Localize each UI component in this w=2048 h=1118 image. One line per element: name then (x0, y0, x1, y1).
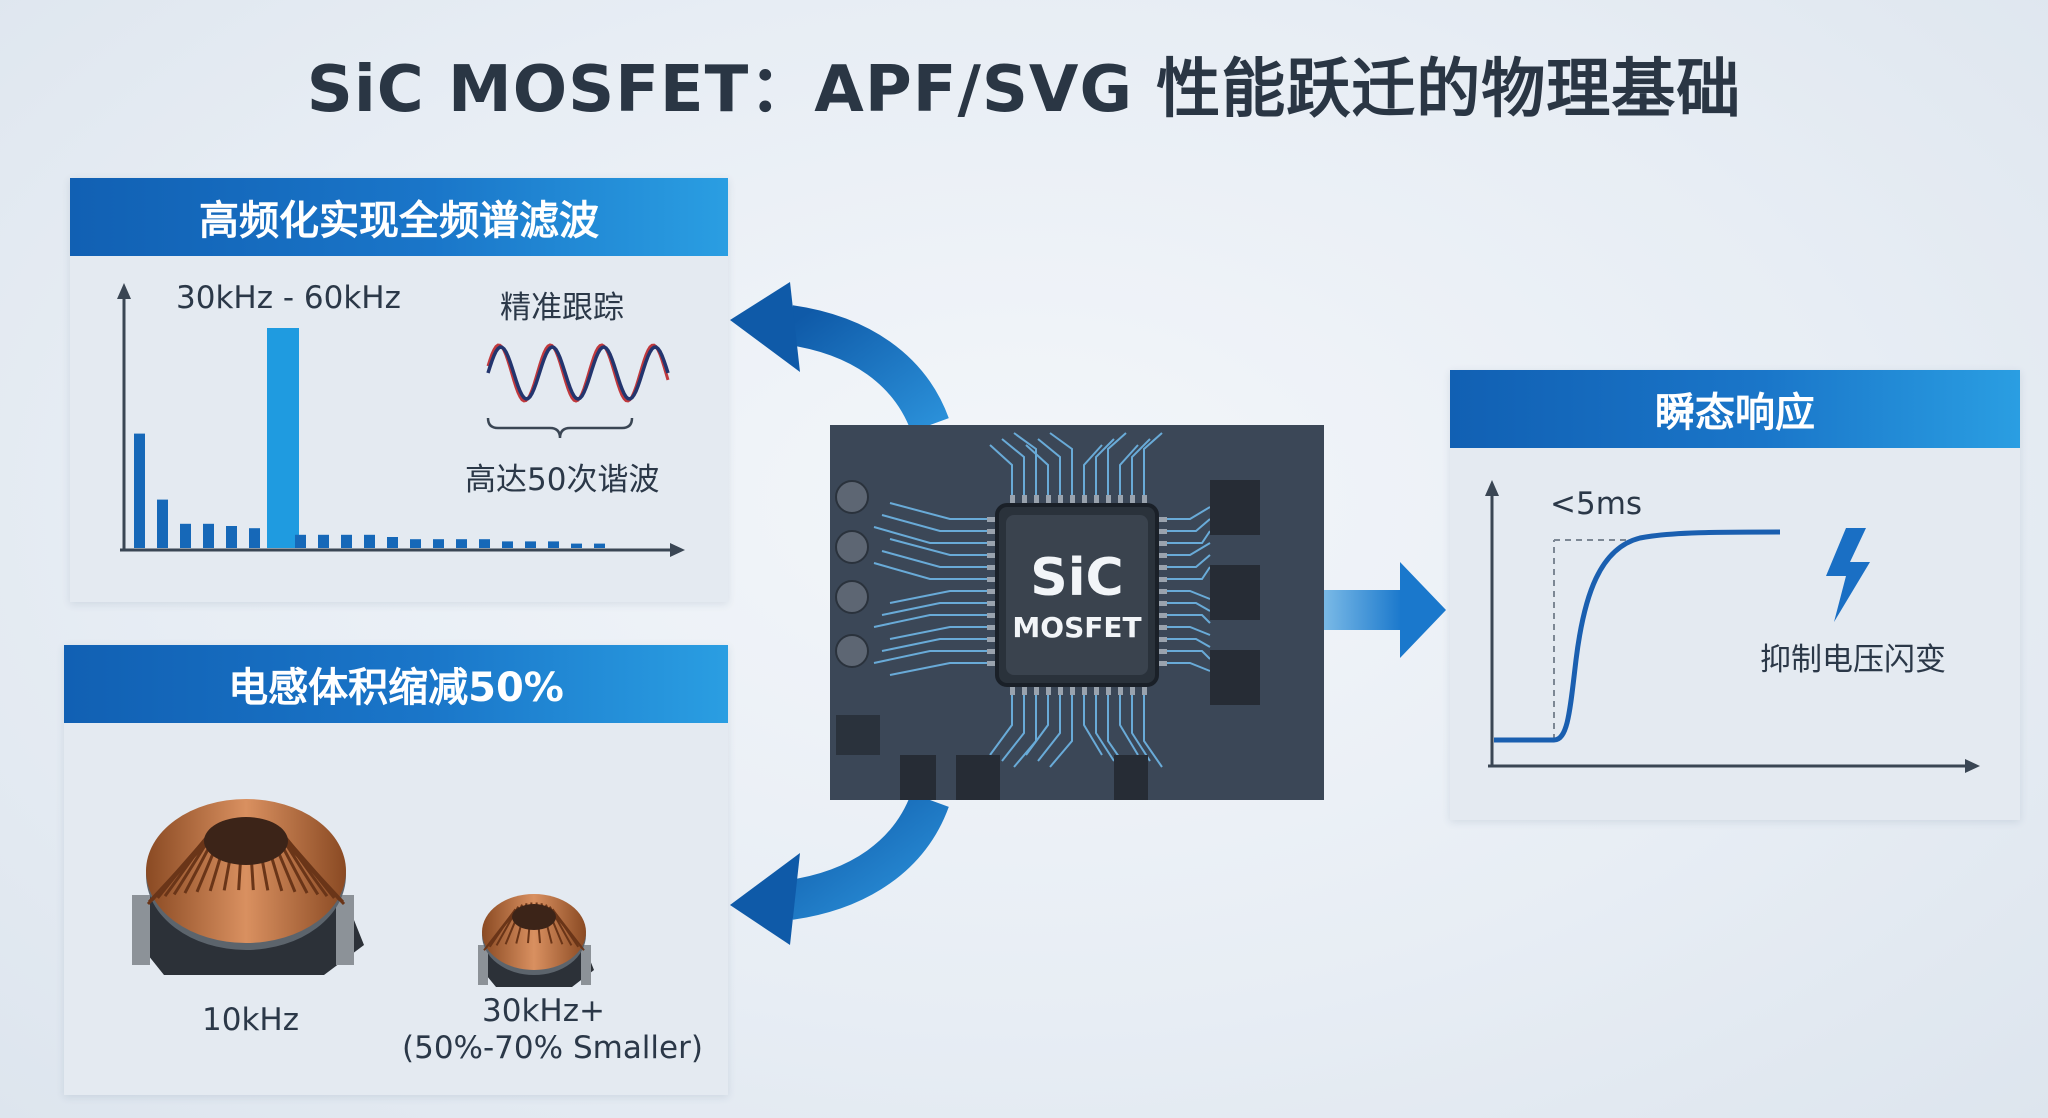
curved-arrow-up-left-icon (730, 282, 949, 433)
lightning-icon (1826, 528, 1870, 622)
large-inductor-label: 10kHz (202, 1002, 299, 1038)
harmonic-bar (571, 543, 582, 548)
harmonic-bar (502, 541, 513, 548)
circuit-board-illustration: SiC MOSFET (835, 432, 1260, 800)
inductor-illustration (132, 799, 594, 987)
large-inductor-icon (132, 799, 364, 975)
harmonic-spectrum-chart (117, 283, 685, 557)
harmonic-bar (267, 328, 299, 548)
brace-icon (486, 417, 634, 439)
arrow-right-icon (1320, 562, 1446, 658)
panel-inductor: 电感体积缩减50% 1 (64, 645, 728, 1095)
response-time-label: <5ms (1550, 486, 1643, 522)
response-curve (1494, 529, 1781, 743)
harmonic-bar (548, 541, 559, 548)
harmonic-bar (226, 526, 237, 548)
step-response-chart (1485, 480, 1980, 773)
panel-transient-header: 瞬态响应 (1450, 370, 2020, 448)
x-axis-arrow-icon (1965, 759, 1980, 773)
harmonic-bar (203, 523, 214, 548)
tracking-wave (486, 345, 670, 401)
harmonic-bar (295, 534, 306, 548)
harmonic-bar (594, 543, 605, 548)
harmonic-bar (180, 523, 191, 548)
chip-label-mosfet: MOSFET (1012, 611, 1141, 644)
y-axis-arrow-icon (1485, 480, 1499, 496)
harmonic-bar (249, 528, 260, 548)
harmonic-bar (410, 539, 421, 548)
page-title: SiC MOSFET：APF/SVG 性能跃迁的物理基础 (306, 53, 1742, 127)
harmonic-bar (134, 433, 145, 548)
y-axis-arrow-icon (117, 283, 131, 299)
panel-filter: 高频化实现全频谱滤波 30kHz - 60kHz 精准跟踪 高达50次谐波 (70, 178, 728, 602)
harmonic-bar (456, 539, 467, 548)
harmonic-bar (479, 539, 490, 548)
harmonic-bar (433, 539, 444, 548)
harmonic-bar (318, 534, 329, 548)
small-inductor-icon (478, 894, 594, 987)
curved-arrow-down-left-icon (730, 792, 949, 945)
x-axis-arrow-icon (670, 543, 685, 557)
harmonic-bar (157, 499, 168, 548)
small-inductor-size-label: (50%-70% Smaller) (402, 1030, 703, 1066)
chip-label-sic: SiC (1030, 548, 1123, 608)
harmonics-label: 高达50次谐波 (465, 462, 660, 498)
harmonic-bar (341, 534, 352, 548)
panel-transient: 瞬态响应 <5ms 抑制电压闪变 (1450, 370, 2020, 820)
harmonic-bar (387, 537, 398, 548)
harmonic-bar (525, 541, 536, 548)
panel-filter-header: 高频化实现全频谱滤波 (70, 178, 728, 256)
harmonic-bar (364, 534, 375, 548)
suppress-label: 抑制电压闪变 (1760, 642, 1946, 678)
sic-mosfet-board: SiC MOSFET (830, 425, 1324, 800)
small-inductor-freq-label: 30kHz+ (482, 993, 605, 1029)
freq-range-label: 30kHz - 60kHz (176, 280, 401, 316)
panel-inductor-header: 电感体积缩减50% (64, 645, 728, 723)
tracking-label: 精准跟踪 (500, 290, 624, 326)
